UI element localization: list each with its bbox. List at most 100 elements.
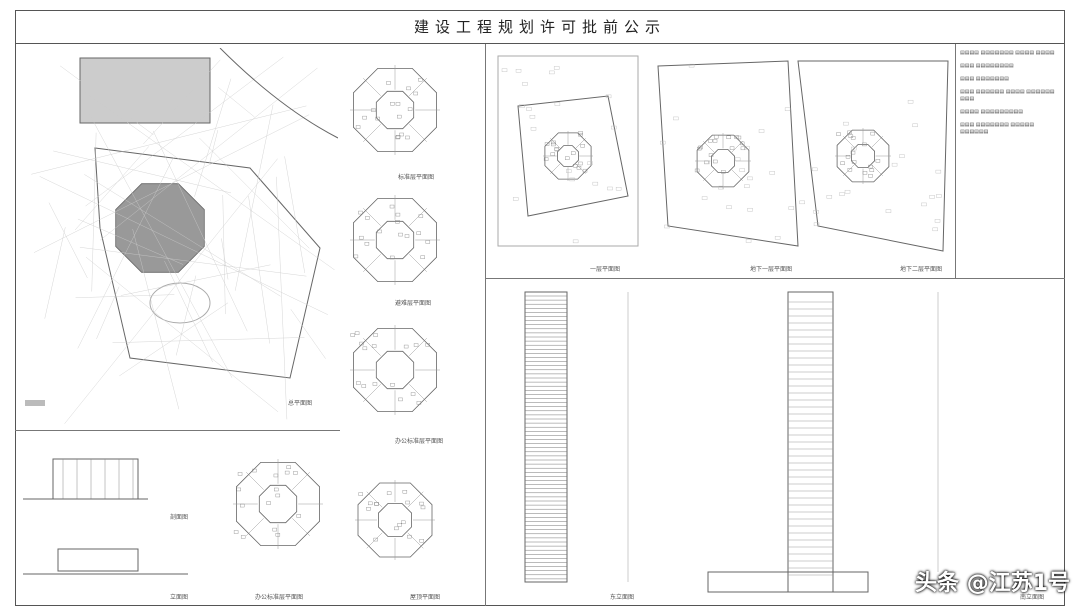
drawing-line (86, 257, 278, 412)
parking-space (930, 195, 935, 198)
parking-space (607, 187, 612, 190)
drawing-line (285, 156, 305, 273)
drawing-line (872, 136, 883, 147)
room (421, 506, 425, 509)
room (708, 139, 712, 142)
elevation-outline (58, 549, 138, 571)
drawing-line (223, 195, 226, 314)
parking-space (913, 124, 918, 127)
parking-space (526, 107, 531, 110)
room (581, 144, 585, 147)
room (396, 136, 400, 139)
room (366, 507, 370, 510)
room (374, 334, 378, 337)
plan-caption: 地下一层平面图 (750, 264, 792, 273)
drawing-line (843, 165, 854, 176)
room (234, 531, 238, 534)
tower-outline (116, 184, 205, 273)
tower-outline (378, 503, 411, 536)
section-caption: 剖面图 (170, 512, 188, 521)
drawing-line (550, 164, 560, 174)
tower-outline (558, 146, 579, 167)
room (571, 152, 575, 155)
parking-space (748, 208, 753, 211)
room (405, 235, 409, 238)
drawing-line (76, 295, 175, 298)
room (713, 139, 717, 142)
room (419, 215, 423, 218)
room (397, 115, 401, 118)
room (351, 334, 355, 337)
parking-space (727, 206, 732, 209)
parking-space (616, 187, 621, 190)
room (404, 345, 408, 348)
drawing-line (518, 96, 628, 216)
drawing-line (409, 78, 427, 96)
room (420, 502, 424, 505)
drawing-line (276, 177, 286, 420)
parking-space (702, 197, 707, 200)
room (408, 108, 412, 111)
drawing-line (409, 208, 427, 226)
room (730, 147, 734, 150)
room (863, 171, 867, 174)
drawing-line (45, 227, 66, 318)
parking-space (566, 170, 571, 173)
room (727, 136, 731, 139)
parking-space (502, 69, 507, 72)
room (406, 501, 410, 504)
parking-space (935, 219, 940, 222)
parking-space (812, 168, 817, 171)
elevations-drawing (488, 282, 1063, 604)
room (578, 162, 582, 165)
room (359, 493, 363, 496)
room (871, 132, 875, 135)
legend-hatch (25, 400, 45, 406)
parking-space (845, 190, 850, 193)
room (287, 466, 291, 469)
parking-space (554, 66, 559, 69)
room (365, 216, 369, 219)
room (368, 502, 372, 505)
divider (485, 44, 486, 606)
room (551, 143, 555, 146)
parking-space (516, 69, 521, 72)
parking-space (800, 201, 805, 204)
site-boundary (95, 148, 320, 378)
floor-plan-caption: 屋顶平面图 (410, 592, 440, 601)
parking-space (549, 71, 554, 74)
room (403, 490, 407, 493)
parking-space (740, 169, 745, 172)
room (421, 256, 425, 259)
room (373, 382, 377, 385)
room (237, 488, 241, 491)
room (365, 242, 369, 245)
room (405, 136, 409, 139)
room (714, 135, 718, 138)
drawing-line (409, 254, 427, 272)
room (565, 157, 569, 160)
drawing-line (164, 261, 212, 362)
room (841, 162, 845, 165)
drawing-line (113, 337, 305, 342)
room (238, 472, 242, 475)
divider (485, 278, 1065, 279)
site-plan-drawing (20, 48, 338, 428)
room (411, 393, 415, 396)
room (241, 535, 245, 538)
parking-space (936, 194, 941, 197)
plan-caption: 地下二层平面图 (900, 264, 942, 273)
parking-space (775, 236, 780, 239)
room (297, 514, 301, 517)
parking-space (921, 203, 926, 206)
room (396, 102, 400, 105)
parking-space (933, 228, 938, 231)
room (414, 344, 418, 347)
drawing-line (409, 124, 427, 142)
watermark: 头条 @江苏1号 (915, 565, 1070, 597)
drawing-line (658, 61, 798, 246)
tower-outline (711, 149, 734, 172)
parking-space (789, 207, 794, 210)
parking-space (513, 197, 518, 200)
room (358, 211, 362, 214)
